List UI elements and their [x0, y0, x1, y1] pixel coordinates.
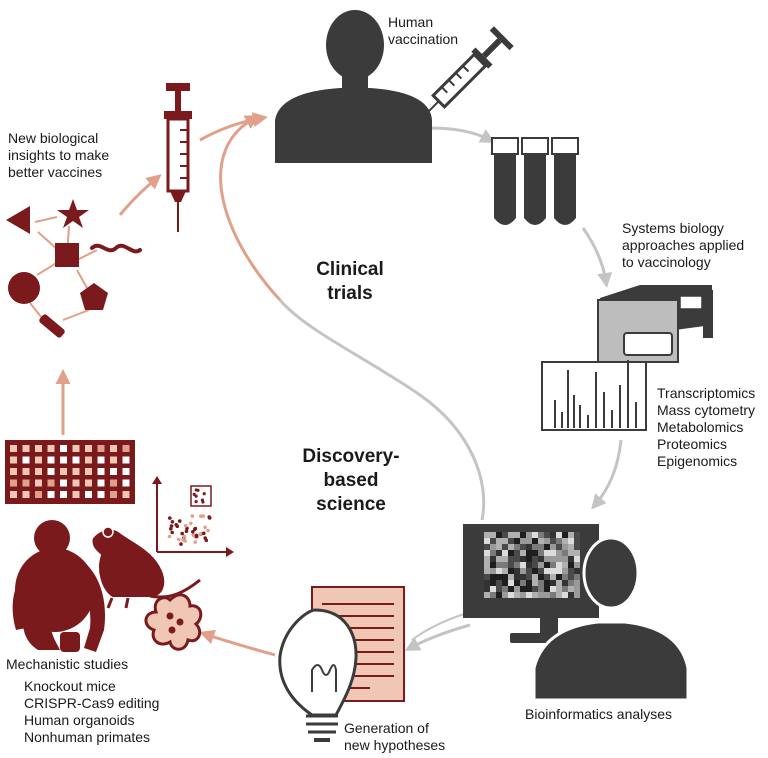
heatmap-display	[484, 532, 580, 598]
hypotheses-label: Generation of new hypotheses	[344, 720, 446, 753]
systems-biology-label: Systems biology approaches applied to va…	[622, 220, 745, 270]
mechanistic-studies-list: Knockout mice CRISPR-Cas9 editing Human …	[24, 678, 160, 745]
s-curve-gray	[278, 299, 486, 521]
monkey-icon	[12, 520, 106, 652]
clinical-trials-label: Clinical trials	[316, 259, 384, 304]
vaccination-syringe-icon	[418, 26, 514, 122]
omics-list-label: Transcriptomics Mass cytometry Metabolom…	[657, 385, 756, 469]
arrow-computer-to-hypotheses	[404, 623, 471, 651]
scatter-plot-icon	[152, 476, 234, 557]
lightbulb-icon	[278, 608, 358, 742]
arrow-tubes-to-machine	[581, 227, 613, 288]
insights-label: New biological insights to make better v…	[8, 130, 110, 180]
insight-shapes-network	[6, 199, 142, 338]
organoid-icon	[144, 593, 203, 651]
plate-wells	[10, 445, 130, 498]
blood-tubes-icon	[491, 137, 579, 225]
arrow-machine-to-computer	[591, 439, 623, 510]
arrow-hypotheses-to-mechanistic	[199, 629, 276, 657]
arrow-syringe-to-human	[199, 112, 268, 142]
arrow-insights-to-syringe	[118, 174, 162, 216]
arrow-human-to-tubes	[429, 126, 496, 143]
human-vaccination-label: Human vaccination	[388, 14, 459, 47]
human-bust-icon	[275, 10, 432, 163]
analyst-person-icon	[532, 536, 690, 702]
scatter-dots	[167, 488, 212, 546]
vaccine-syringe-icon	[164, 83, 192, 232]
bioinformatics-label: Bioinformatics analyses	[525, 706, 673, 722]
s-curve-salmon	[219, 115, 282, 302]
spectrum-plot-icon	[541, 360, 647, 431]
well-plate-icon	[5, 440, 135, 504]
computer-monitor-icon	[463, 524, 599, 643]
mechanistic-studies-title: Mechanistic studies	[6, 656, 129, 672]
discovery-science-label: Discovery- based science	[302, 446, 400, 515]
analysis-machine-icon	[597, 285, 713, 363]
